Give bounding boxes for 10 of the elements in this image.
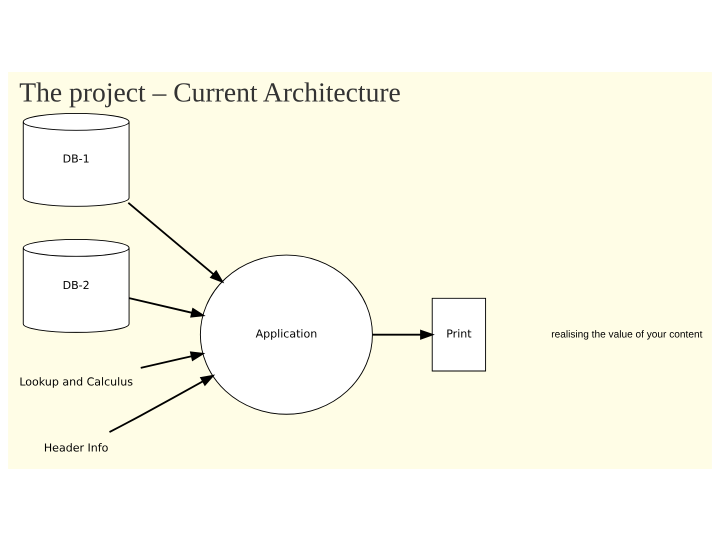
arrow <box>140 350 206 368</box>
arrow <box>128 202 224 283</box>
arrow <box>372 329 435 340</box>
diagram-title: The project – Current Architecture <box>19 76 401 107</box>
arrow <box>109 374 216 432</box>
label: realising the value of your content <box>551 328 702 340</box>
node-text: Lookup and Calculus <box>19 374 133 388</box>
arrow <box>128 296 206 318</box>
node-text: Header Info <box>44 441 108 454</box>
node-box: Print <box>432 297 486 371</box>
